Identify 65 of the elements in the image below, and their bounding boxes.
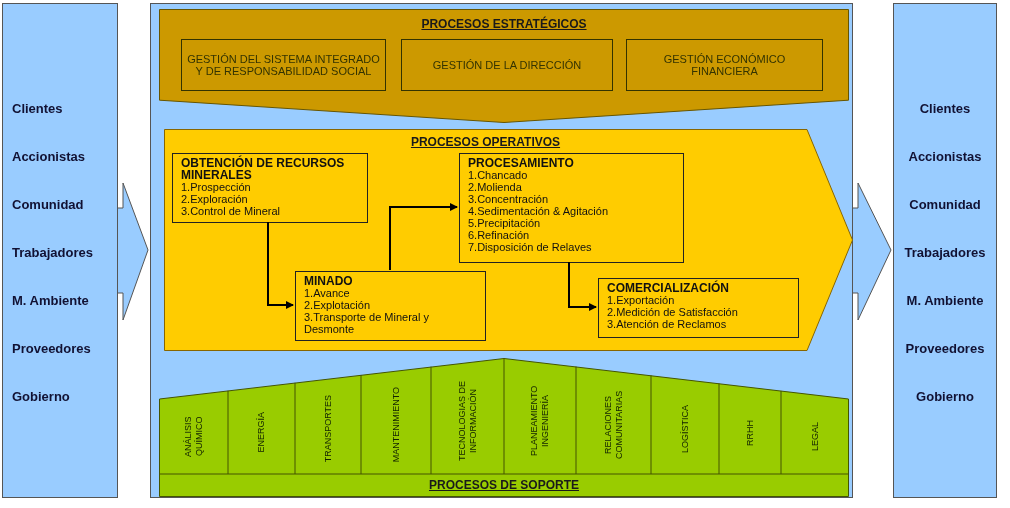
stakeholder-name: Proveedores: [905, 341, 985, 357]
process-title: GESTIÓN DEL SISTEMA INTEGRADO Y DE RESPONSABILIDAD SOCIAL: [186, 53, 381, 77]
stakeholder-name: Comunidad: [909, 197, 981, 213]
arrow: [267, 221, 294, 309]
column-label: ANÁLISIS QUÍMICO: [182, 415, 205, 459]
process-item: 3.Atención de Reclamos: [607, 318, 728, 330]
process-item: 2.Explotación: [304, 299, 372, 311]
process-title: GESTIÓN DE LA DIRECCIÓN: [432, 59, 582, 71]
column-label: ENERGÍA: [256, 412, 267, 453]
process-item: 1.Prospección: [181, 181, 252, 193]
band-heading: PROCESOS ESTRATÉGICOS: [421, 15, 587, 33]
stakeholder-name: Gobierno: [916, 389, 974, 405]
column-label: RRHH: [744, 419, 756, 446]
column-label: TRANSPORTES: [322, 394, 334, 463]
process-title: COMERCIALIZACIÓN: [607, 282, 730, 294]
process-title: OBTENCIÓN DE RECURSOS MINERALES: [181, 157, 346, 181]
process-item: 7.Disposición de Relaves: [468, 241, 593, 253]
stakeholder-name: Comunidad: [12, 197, 84, 213]
process-item: 5.Precipitación: [468, 217, 542, 229]
process-item: 6.Refinación: [468, 229, 531, 241]
stakeholder-name: Proveedores: [12, 341, 91, 357]
block-arrow: [117, 182, 149, 321]
band-heading: PROCESOS DE SOPORTE: [429, 477, 579, 494]
process-item: 3.Transporte de Mineral y Desmonte: [304, 311, 430, 335]
stakeholder-name: Trabajadores: [904, 245, 986, 261]
process-title: PROCESAMIENTO: [468, 157, 575, 169]
column-label: LEGAL: [809, 422, 821, 451]
stakeholder-panel: [2, 3, 118, 498]
stakeholder-name: Accionistas: [908, 149, 982, 165]
stakeholder-name: Clientes: [919, 101, 971, 117]
process-box: [181, 39, 386, 91]
process-box: [598, 278, 799, 338]
stakeholder-name: Clientes: [12, 101, 63, 117]
process-box: [295, 271, 486, 341]
process-item: 4.Sedimentación & Agitación: [468, 205, 610, 217]
block-arrow: [852, 182, 892, 321]
process-item: 1.Chancado: [468, 169, 529, 181]
process-box: [626, 39, 823, 91]
stakeholder-name: Gobierno: [12, 389, 70, 405]
process-title: GESTIÓN ECONÓMICO FINANCIERA: [662, 53, 787, 77]
process-item: 3.Control de Mineral: [181, 205, 282, 217]
process-item: 3.Concentración: [468, 193, 550, 205]
column-label: LOGÍSTICA: [679, 405, 691, 453]
arrow: [389, 203, 458, 271]
process-item: 1.Exportación: [607, 294, 676, 306]
stakeholder-name: Accionistas: [12, 149, 85, 165]
process-item: 2.Medición de Satisfacción: [607, 306, 739, 318]
process-box: [172, 153, 368, 223]
column-label: RELACIONES COMUNITARIAS: [602, 389, 625, 462]
column-label: PLANEAMIENTO INGENIERÍA: [529, 384, 551, 458]
process-item: 2.Exploración: [181, 193, 249, 205]
process-title: MINADO: [304, 275, 354, 287]
process-box: [459, 153, 684, 263]
stakeholder-name: M. Ambiente: [906, 293, 984, 309]
column-label: TECNOLOGIAS DE INFORMACIÓN: [456, 379, 479, 463]
panel-background: [150, 3, 853, 498]
stakeholder-panel: [893, 3, 997, 498]
band-heading: PROCESOS OPERATIVOS: [410, 134, 561, 151]
arrow: [568, 261, 597, 311]
process-box: [401, 39, 613, 91]
stakeholder-name: M. Ambiente: [12, 293, 89, 309]
process-item: 2.Molienda: [468, 181, 523, 193]
column-label: MANTENIMIENTO: [390, 386, 402, 463]
stakeholder-name: Trabajadores: [12, 245, 93, 261]
process-item: 1.Avance: [304, 287, 351, 299]
